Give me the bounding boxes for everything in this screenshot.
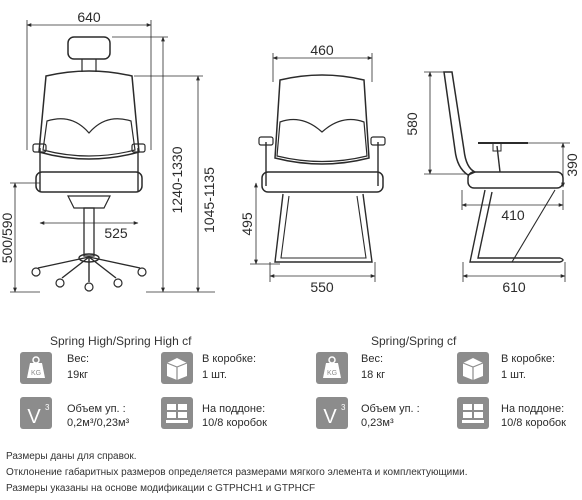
- dim-arm-width: 525: [104, 225, 128, 241]
- gas-lift: [83, 207, 95, 257]
- pallet-icon: [457, 397, 489, 429]
- weight-label: Вес:: [361, 353, 384, 365]
- dim-side-back-height: 580: [404, 112, 420, 136]
- svg-text:V: V: [323, 406, 337, 428]
- dim-visitor-seat-height: 495: [239, 212, 255, 236]
- svg-text:V: V: [27, 406, 41, 428]
- dimension-drawing: 640 525 500/590 1240-1330 1045-1135: [0, 9, 580, 295]
- box-value: 1 шт.: [202, 369, 227, 381]
- dim-side-seat-depth: 410: [501, 207, 525, 223]
- casters: [31, 267, 147, 292]
- headrest: [67, 36, 111, 60]
- office-chair-front-view: 640 525 500/590 1240-1330 1045-1135: [0, 9, 217, 293]
- lumbar-support: [42, 118, 136, 157]
- side-sled-base: [469, 189, 564, 263]
- note-line: Размеры указаны на основе модификации с …: [6, 483, 316, 494]
- visitor-chair-side-view: 580 390 410 610: [404, 71, 580, 295]
- dim-visitor-base-width: 550: [310, 279, 334, 295]
- volume-label: Объем уп. :: [361, 403, 420, 415]
- seat: [35, 171, 143, 193]
- visitor-chair-front-view: 460 495 550: [239, 42, 386, 295]
- svg-text:KG: KG: [327, 370, 337, 377]
- volume-value: 0,23м³: [361, 417, 394, 429]
- pallet-icon: [161, 397, 193, 429]
- note-line: Отклонение габаритных размеров определяе…: [6, 467, 468, 478]
- dim-side-base-depth: 610: [502, 279, 526, 295]
- box-icon: [457, 352, 489, 384]
- kg-weight-icon: KG: [316, 352, 348, 384]
- star-base: [37, 253, 141, 282]
- box-label: В коробке:: [202, 353, 257, 365]
- volume-value: 0,2м³/0,23м³: [67, 417, 130, 429]
- group-title-spring: Spring/Spring cf: [371, 334, 457, 348]
- visitor-backrest: [274, 74, 370, 165]
- pallet-label: На поддоне:: [202, 403, 266, 415]
- visitor-seat: [261, 171, 384, 193]
- footnotes: Размеры даны для справок. Отклонение габ…: [6, 449, 468, 497]
- dim-seat-height: 500/590: [0, 212, 15, 263]
- dim-side-arm-height: 390: [564, 153, 580, 177]
- kg-weight-icon: KG: [20, 352, 52, 384]
- group-title-spring-high: Spring High/Spring High cf: [50, 334, 192, 348]
- dim-total-height: 1240-1330: [169, 146, 185, 213]
- dim-visitor-width: 460: [310, 42, 334, 58]
- svg-text:KG: KG: [31, 370, 41, 377]
- box-value: 1 шт.: [501, 369, 526, 381]
- dim-front-width: 640: [77, 9, 101, 25]
- weight-label: Вес:: [67, 353, 90, 365]
- dim-backrest-height: 1045-1135: [201, 167, 217, 233]
- side-seat: [467, 171, 564, 189]
- pallet-label: На поддоне:: [501, 403, 565, 415]
- pallet-value: 10/8 коробок: [501, 417, 566, 429]
- note-line: Размеры даны для справок.: [6, 451, 137, 462]
- box-icon: [161, 352, 193, 384]
- sled-base: [274, 193, 373, 263]
- svg-text:3: 3: [341, 403, 346, 412]
- volume-label: Объем уп. :: [67, 403, 126, 415]
- weight-value: 18 кг: [361, 369, 386, 381]
- pallet-value: 10/8 коробок: [202, 417, 267, 429]
- weight-value: 19кг: [67, 369, 89, 381]
- side-backrest: [443, 71, 477, 176]
- backrest: [38, 70, 140, 160]
- box-label: В коробке:: [501, 353, 556, 365]
- svg-text:3: 3: [45, 403, 50, 412]
